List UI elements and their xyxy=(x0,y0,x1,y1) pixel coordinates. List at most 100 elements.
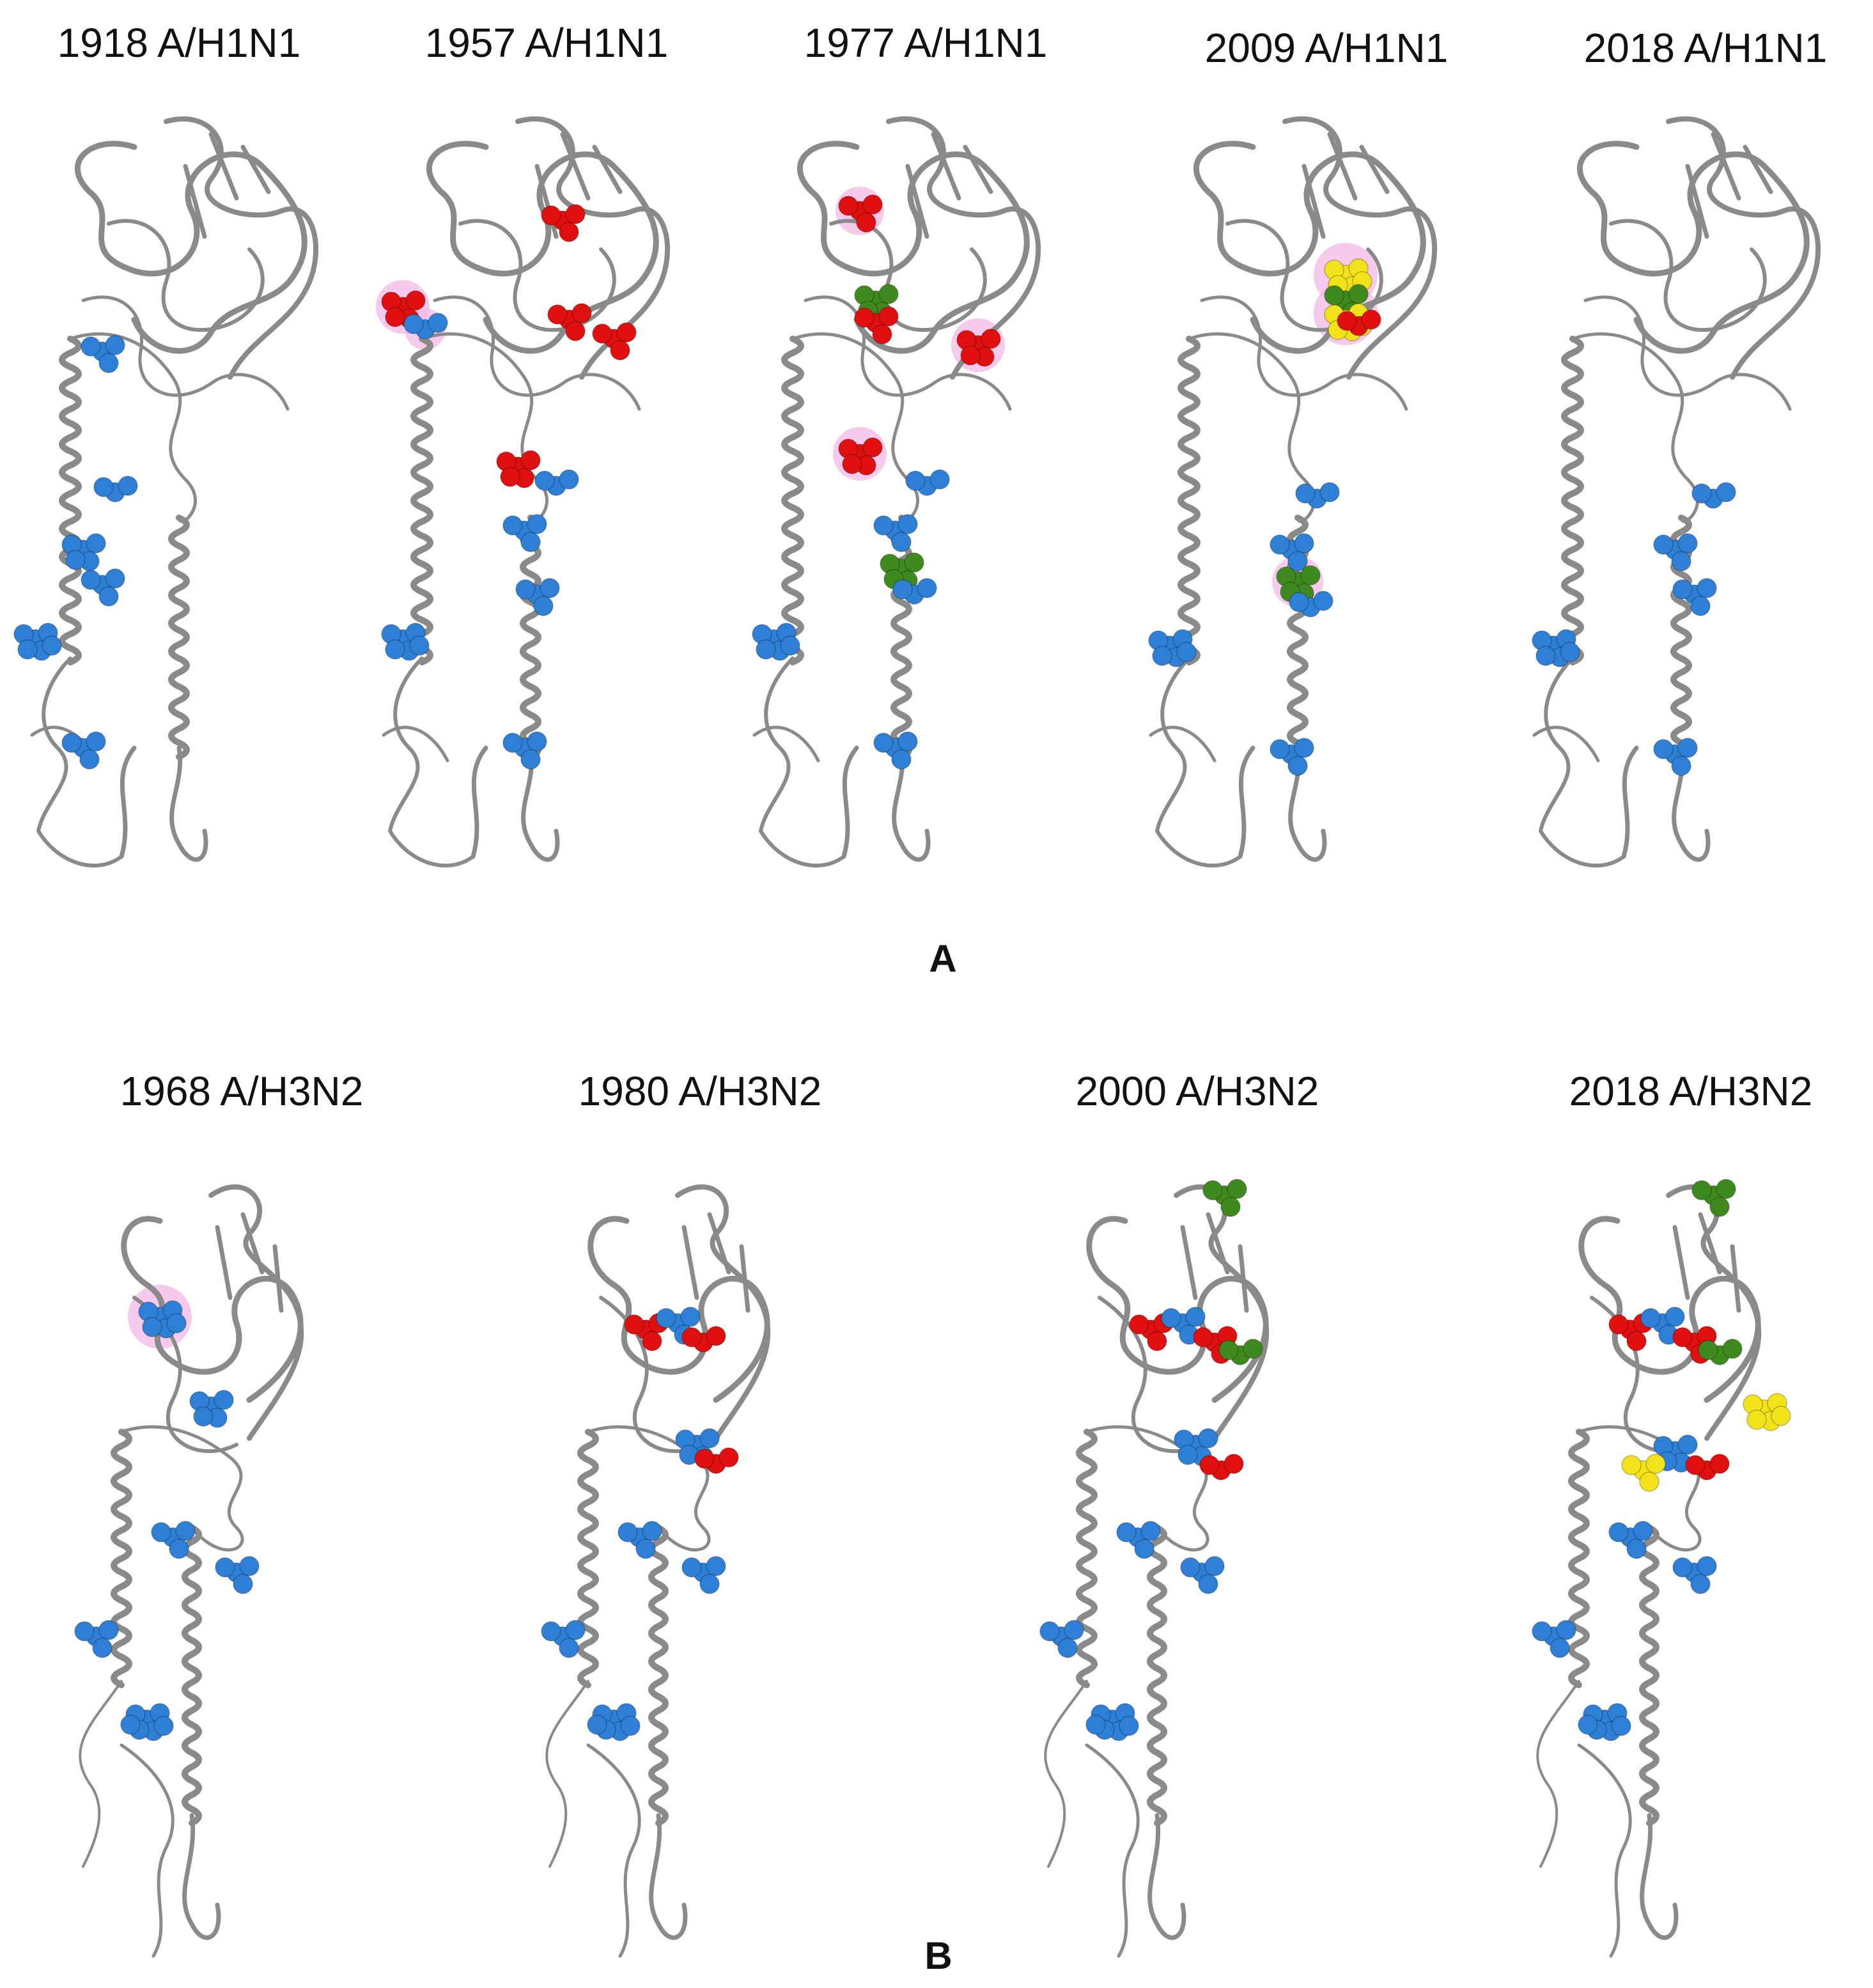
residue-cluster-site_blue xyxy=(1289,591,1333,617)
head-ribbon xyxy=(458,219,616,332)
long-helix xyxy=(781,336,804,665)
protein-structure-1980-h3n2 xyxy=(541,1184,771,1958)
panel-b-label-1968: 1968 A/H3N2 xyxy=(120,1068,364,1114)
panel-a-letter: A xyxy=(929,937,957,980)
stem-loop xyxy=(382,726,449,763)
residue-cluster-site_blue xyxy=(1672,578,1717,616)
panel-a-label-1918: 1918 A/H1N1 xyxy=(57,20,301,66)
residue-cluster-site_blue xyxy=(587,1703,641,1741)
head-ribbon xyxy=(804,295,1012,411)
short-helix xyxy=(520,515,541,760)
connector-loop xyxy=(120,1425,244,1552)
residue-cluster-site_blue xyxy=(656,1307,701,1345)
residue-cluster-site_red xyxy=(854,306,899,345)
stem-loop xyxy=(1536,1680,1580,1868)
residue-cluster-site_red xyxy=(1337,309,1381,336)
residue-cluster-site_red xyxy=(592,322,637,361)
residue-cluster-site_blue xyxy=(1653,738,1698,776)
residue-cluster-site_blue xyxy=(138,1300,187,1339)
stem-loop xyxy=(752,726,820,763)
head-ribbon xyxy=(426,141,659,354)
residue-cluster-site_red xyxy=(838,194,883,233)
residue-cluster-site_red xyxy=(547,303,592,341)
stem-loop xyxy=(470,745,560,862)
residue-cluster-site_blue xyxy=(541,1620,586,1658)
residue-cluster-site_blue xyxy=(1578,1703,1631,1741)
protein-structure-1968-h3n2 xyxy=(74,1184,304,1958)
protein-structure-1977-h1n1 xyxy=(752,116,1041,867)
residue-cluster-site_blue xyxy=(403,313,448,339)
long-helix xyxy=(1147,1525,1167,1826)
residue-cluster-site_blue xyxy=(1691,482,1736,509)
protein-structure-2000-h3n2 xyxy=(1039,1179,1270,1958)
residue-cluster-site_green xyxy=(1218,1339,1263,1365)
residue-cluster-site_blue xyxy=(873,514,918,552)
residue-cluster-site_blue xyxy=(151,1521,196,1559)
residue-cluster-site_blue xyxy=(1039,1620,1084,1658)
long-helix xyxy=(577,1429,599,1688)
stem-loop xyxy=(1155,656,1242,867)
residue-cluster-site_blue xyxy=(502,514,547,552)
residue-cluster-site_red xyxy=(1685,1454,1730,1480)
stem-loop xyxy=(841,745,931,862)
residue-cluster-site_blue xyxy=(1640,1307,1685,1345)
stem-loop xyxy=(388,656,475,867)
stem-loop xyxy=(36,656,123,867)
residue-cluster-site_red xyxy=(1199,1454,1244,1480)
residue-cluster-site_blue xyxy=(93,476,138,502)
residue-cluster-site_blue xyxy=(1270,738,1314,776)
panel-a-label-2009: 2009 A/H1N1 xyxy=(1204,25,1449,71)
stem-loop xyxy=(759,656,846,867)
head-ribbon xyxy=(675,1184,771,1441)
residue-cluster-site_green xyxy=(1202,1179,1247,1217)
head-ribbon xyxy=(1666,116,1821,380)
head-ribbon xyxy=(886,116,1041,380)
head-ribbon xyxy=(107,219,265,332)
connector-loop xyxy=(1187,332,1316,523)
stem-loop xyxy=(1532,726,1600,763)
stem-loop xyxy=(649,1813,688,1940)
stem-loop xyxy=(1621,745,1711,862)
stem-loop xyxy=(1539,656,1626,867)
connector-loop xyxy=(1571,332,1699,523)
residue-cluster-site_blue xyxy=(905,469,950,496)
panel-a-label-1957: 1957 A/H1N1 xyxy=(424,20,669,66)
stem-loop xyxy=(119,745,208,862)
residue-cluster-site_blue xyxy=(1161,1307,1206,1345)
short-helix xyxy=(890,515,912,760)
residue-cluster-site_green xyxy=(1698,1339,1743,1365)
long-helix xyxy=(1639,1525,1659,1826)
residue-cluster-site_red xyxy=(496,450,541,488)
long-helix xyxy=(1568,1429,1590,1688)
residue-cluster-site_blue xyxy=(752,623,800,661)
panel-b-label-1980: 1980 A/H3N2 xyxy=(578,1068,822,1114)
residue-cluster-site_blue xyxy=(1295,482,1340,509)
residue-cluster-site_blue xyxy=(873,731,918,770)
long-helix xyxy=(410,336,433,665)
head-ribbon xyxy=(1609,219,1767,332)
residue-cluster-site_blue xyxy=(1532,629,1580,667)
residue-cluster-site_blue xyxy=(1653,533,1698,571)
long-helix xyxy=(1076,1429,1098,1688)
residue-cluster-site_red xyxy=(838,437,883,476)
short-helix xyxy=(168,515,190,760)
head-ribbon xyxy=(433,295,641,411)
residue-cluster-site_blue xyxy=(502,731,547,770)
head-ribbon xyxy=(208,1184,304,1441)
residue-cluster-site_blue xyxy=(681,1556,726,1594)
stem-loop xyxy=(1577,1743,1632,1958)
residue-cluster-site_blue xyxy=(1085,1703,1139,1741)
residue-cluster-site_blue xyxy=(189,1390,234,1428)
residue-cluster-site_blue xyxy=(1532,1620,1576,1658)
head-ribbon xyxy=(1200,295,1408,411)
residue-cluster-site_blue xyxy=(1116,1521,1161,1559)
panel-a-label-1977: 1977 A/H1N1 xyxy=(804,20,1048,66)
residue-cluster-site_blue xyxy=(618,1521,662,1559)
long-helix xyxy=(1561,336,1584,665)
stem-loop xyxy=(545,1680,589,1868)
panel-b-letter: B xyxy=(924,1934,952,1977)
long-helix xyxy=(59,336,82,665)
stem-loop xyxy=(182,1813,221,1940)
residue-cluster-site_blue xyxy=(120,1703,174,1741)
head-strand xyxy=(1302,132,1390,239)
